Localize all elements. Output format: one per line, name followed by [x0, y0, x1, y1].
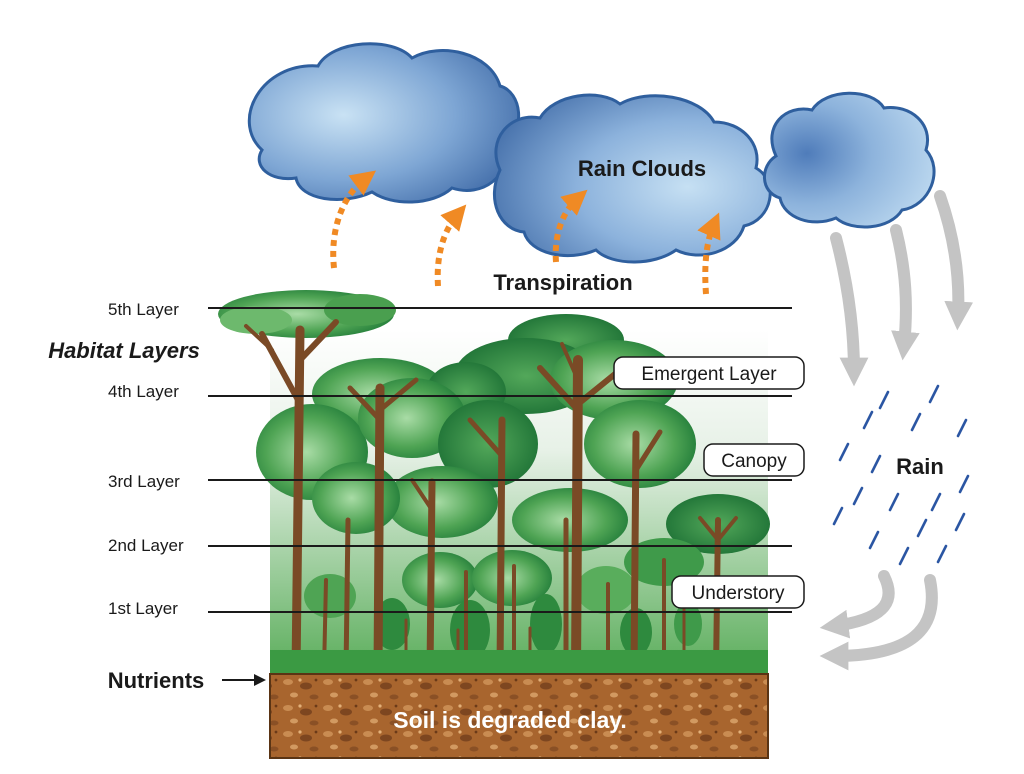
nutrients-label: Nutrients — [108, 668, 205, 693]
zone-understory-label: Understory — [692, 583, 785, 604]
layer-lines — [208, 307, 792, 613]
nutrients-arrow — [222, 674, 266, 686]
layer-label-3: 3rd Layer — [108, 472, 180, 491]
transpiration-label: Transpiration — [493, 270, 632, 295]
cloud-left — [247, 42, 520, 204]
rain-streaks — [832, 384, 970, 566]
zone-canopy: Canopy — [703, 443, 805, 477]
gray-arrow — [819, 570, 895, 639]
gray-arrow — [830, 232, 869, 387]
habitat-layers-title: Habitat Layers — [48, 338, 200, 363]
zone-emergent: Emergent Layer — [613, 356, 805, 390]
forest-floor — [270, 650, 768, 674]
soil-block — [269, 673, 769, 759]
understory-plants — [304, 550, 702, 660]
zone-canopy-label: Canopy — [721, 451, 787, 472]
layer-label-5: 5th Layer — [108, 300, 179, 319]
layer-label-2: 2nd Layer — [108, 536, 184, 555]
gray-arrow — [890, 224, 920, 361]
cloud-right — [763, 91, 936, 229]
layer-label-1: 1st Layer — [108, 599, 178, 618]
zone-emergent-label: Emergent Layer — [641, 364, 777, 385]
gray-arrow — [934, 190, 974, 331]
soil-label: Soil is degraded clay. — [393, 707, 627, 733]
transpiration-arrow — [330, 170, 377, 269]
transpiration-arrow — [697, 212, 721, 295]
clouds-label: Rain Clouds — [578, 156, 706, 181]
transpiration-arrow — [434, 204, 467, 287]
rain-flow-arrows — [819, 190, 974, 671]
transpiration-arrows — [330, 170, 721, 295]
rain-label: Rain — [896, 454, 944, 479]
gray-arrow — [819, 574, 938, 671]
transpiration-arrow — [552, 189, 588, 263]
layer-label-4: 4th Layer — [108, 382, 179, 401]
zone-understory: Understory — [671, 575, 805, 609]
